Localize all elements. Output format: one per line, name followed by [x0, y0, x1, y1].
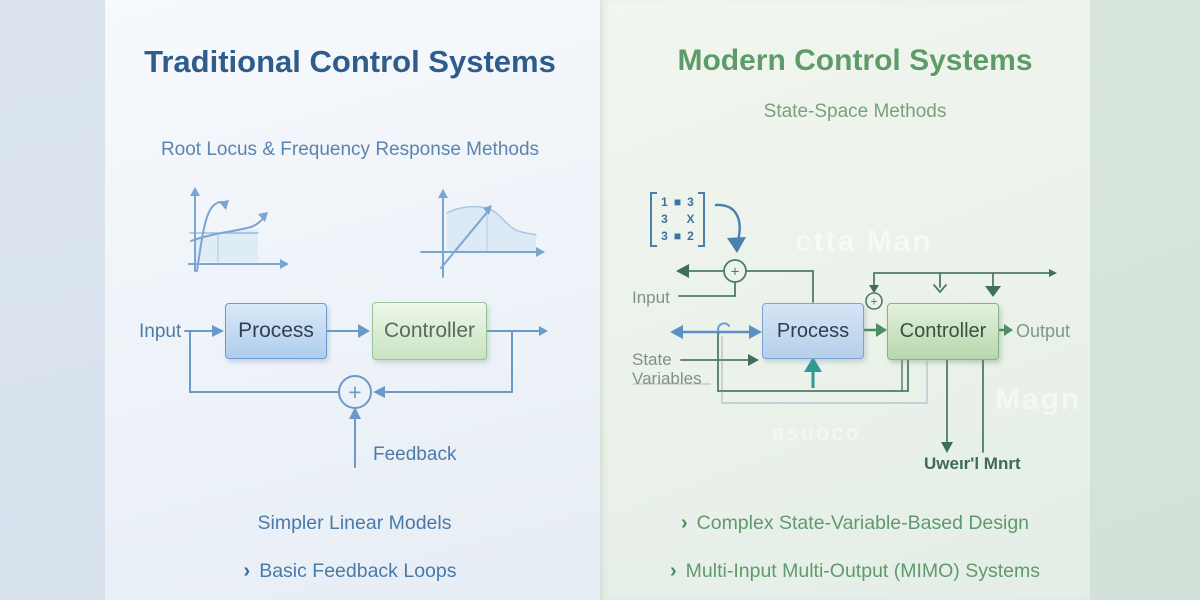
controller-box-traditional: Controller: [372, 302, 487, 360]
chevron-icon: ›: [680, 512, 688, 534]
under-controller-label: Uweır'l Mnrt: [924, 454, 1021, 473]
traditional-point-1: Simpler Linear Models: [110, 512, 590, 535]
bullet-text: Basic Feedback Loops: [259, 560, 457, 582]
bullet-text: Complex State-Variable-Based Design: [696, 512, 1030, 534]
state-matrix: 1 ■ 3 3 X 3 ■ 2: [650, 192, 705, 247]
traditional-point-2: › Basic Feedback Loops: [110, 560, 590, 583]
matrix-cell: X: [686, 212, 695, 226]
matrix-bracket-left-icon: [650, 192, 657, 247]
chevron-icon: ›: [670, 560, 677, 582]
feedback-label: Feedback: [373, 444, 457, 465]
matrix-cell: ■: [673, 229, 682, 243]
matrix-cell: 3: [687, 195, 694, 209]
matrix-cell: 3: [661, 229, 668, 243]
process-box-modern: Process: [762, 303, 864, 359]
right-edge-band: [1090, 0, 1200, 600]
chevron-icon: ›: [243, 560, 251, 582]
input-label-modern: Input: [632, 288, 670, 307]
traditional-title: Traditional Control Systems: [144, 44, 556, 79]
ghost-text: ctta Man: [795, 225, 933, 258]
ghost-text: asuoco: [772, 420, 862, 445]
modern-title: Modern Control Systems: [677, 44, 1033, 77]
output-label: Output: [1016, 321, 1071, 341]
matrix-cell: 1: [661, 195, 668, 209]
left-edge-band: [0, 0, 105, 600]
modern-subtitle: State-Space Methods: [763, 101, 947, 122]
matrix-cell: ■: [673, 195, 682, 209]
matrix-grid: 1 ■ 3 3 X 3 ■ 2: [657, 192, 698, 247]
modern-point-1: › Complex State-Variable-Based Design: [620, 512, 1090, 535]
state-label-line1: State: [632, 350, 672, 369]
bullet-text: Simpler Linear Models: [257, 512, 452, 534]
matrix-cell: [671, 211, 684, 228]
state-variables-label: State Variables: [632, 350, 702, 388]
ghost-text: Magn: [995, 383, 1082, 416]
matrix-bracket-right-icon: [698, 192, 705, 247]
matrix-cell: 3: [661, 212, 668, 226]
process-box-traditional: Process: [225, 303, 327, 359]
modern-point-2: › Multi-Input Multi-Output (MIMO) System…: [620, 560, 1090, 583]
input-label-traditional: Input: [139, 321, 182, 342]
state-label-line2: Variables: [632, 369, 702, 389]
bullet-text: Multi-Input Multi-Output (MIMO) Systems: [685, 560, 1040, 582]
matrix-cell: 2: [687, 229, 694, 243]
controller-box-modern: Controller: [887, 303, 999, 360]
traditional-subtitle: Root Locus & Frequency Response Methods: [160, 139, 540, 160]
